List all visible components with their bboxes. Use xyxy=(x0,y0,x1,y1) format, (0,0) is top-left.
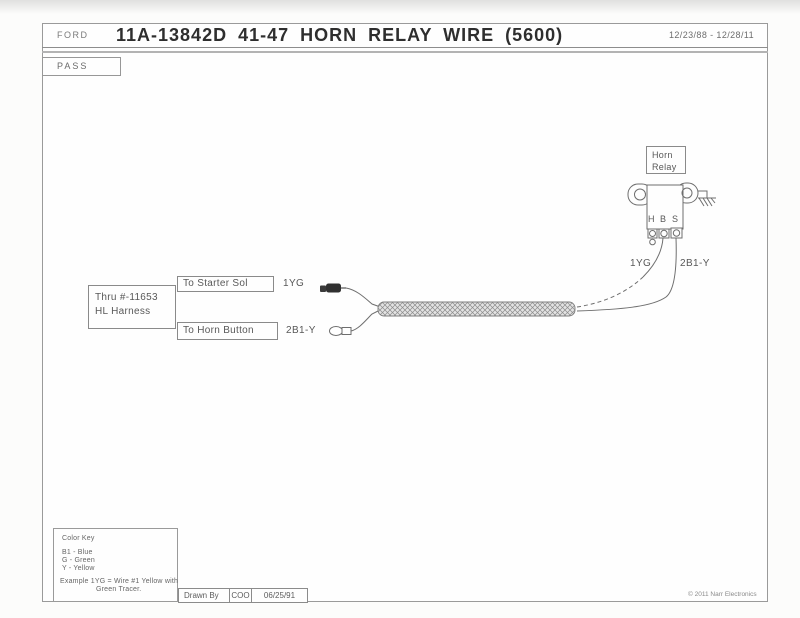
drawn-date-cell: 06/25/91 xyxy=(251,588,308,603)
horn-relay-label-line1: Horn xyxy=(652,150,673,160)
wire-1yg-riser xyxy=(642,237,664,278)
color-key-title: Color Key xyxy=(62,535,95,542)
drawn-by-label-cell: Drawn By xyxy=(178,588,230,603)
wire-lead-top xyxy=(345,287,380,307)
horn-relay-label-box: Horn Relay xyxy=(646,146,686,174)
color-key-box xyxy=(53,528,178,602)
color-key-example-line2: Green Tracer. xyxy=(96,586,142,593)
copyright-note: © 2011 Narr Electronics xyxy=(688,591,757,598)
harness-source-box: Thru #-11653 HL Harness xyxy=(88,285,176,329)
harness-source-line1: Thru #-11653 xyxy=(95,292,158,303)
ground-icon xyxy=(698,190,716,207)
color-key-example-line1: Example 1YG = Wire #1 Yellow with xyxy=(60,578,179,585)
color-key-entry: B1 - Blue xyxy=(62,549,93,556)
relay-terminal-b: B xyxy=(660,214,667,224)
scan-noise-top xyxy=(0,0,800,14)
relay-terminal-s: S xyxy=(672,214,679,224)
branch-horn-button-box: To Horn Button xyxy=(177,322,278,340)
wire-label-1yg-right: 1YG xyxy=(630,258,652,269)
branch-starter-sol-box: To Starter Sol xyxy=(177,276,274,292)
page-title: 11A-13842D 41-47 HORN RELAY WIRE (5600) xyxy=(116,25,564,45)
wire-label-2b1y-left: 2B1-Y xyxy=(286,325,316,336)
bullet-connector-icon xyxy=(320,283,346,293)
wire-lead-bottom xyxy=(350,310,380,332)
horn-relay-drawing xyxy=(627,182,699,246)
brand-label: FORD xyxy=(57,30,89,40)
relay-terminal-h: H xyxy=(648,214,655,224)
color-key-entry: Y - Yellow xyxy=(62,565,95,572)
wire-2b1y xyxy=(576,237,677,312)
wire-label-1yg-left: 1YG xyxy=(283,278,305,289)
color-key-entry: G - Green xyxy=(62,557,95,564)
wire-1yg-dashed xyxy=(576,276,644,308)
drawn-by-initials-cell: COO xyxy=(229,588,252,603)
horn-relay-label-line2: Relay xyxy=(652,162,677,172)
wire-label-2b1y-right: 2B1-Y xyxy=(680,258,710,269)
pass-cell: PASS xyxy=(42,57,121,76)
title-band xyxy=(42,23,768,48)
wire-loom xyxy=(377,301,576,317)
date-range: 12/23/88 - 12/28/11 xyxy=(669,30,754,40)
title-band-thick-rule xyxy=(42,51,768,53)
ring-terminal-icon xyxy=(329,326,352,336)
harness-source-line2: HL Harness xyxy=(95,306,151,317)
